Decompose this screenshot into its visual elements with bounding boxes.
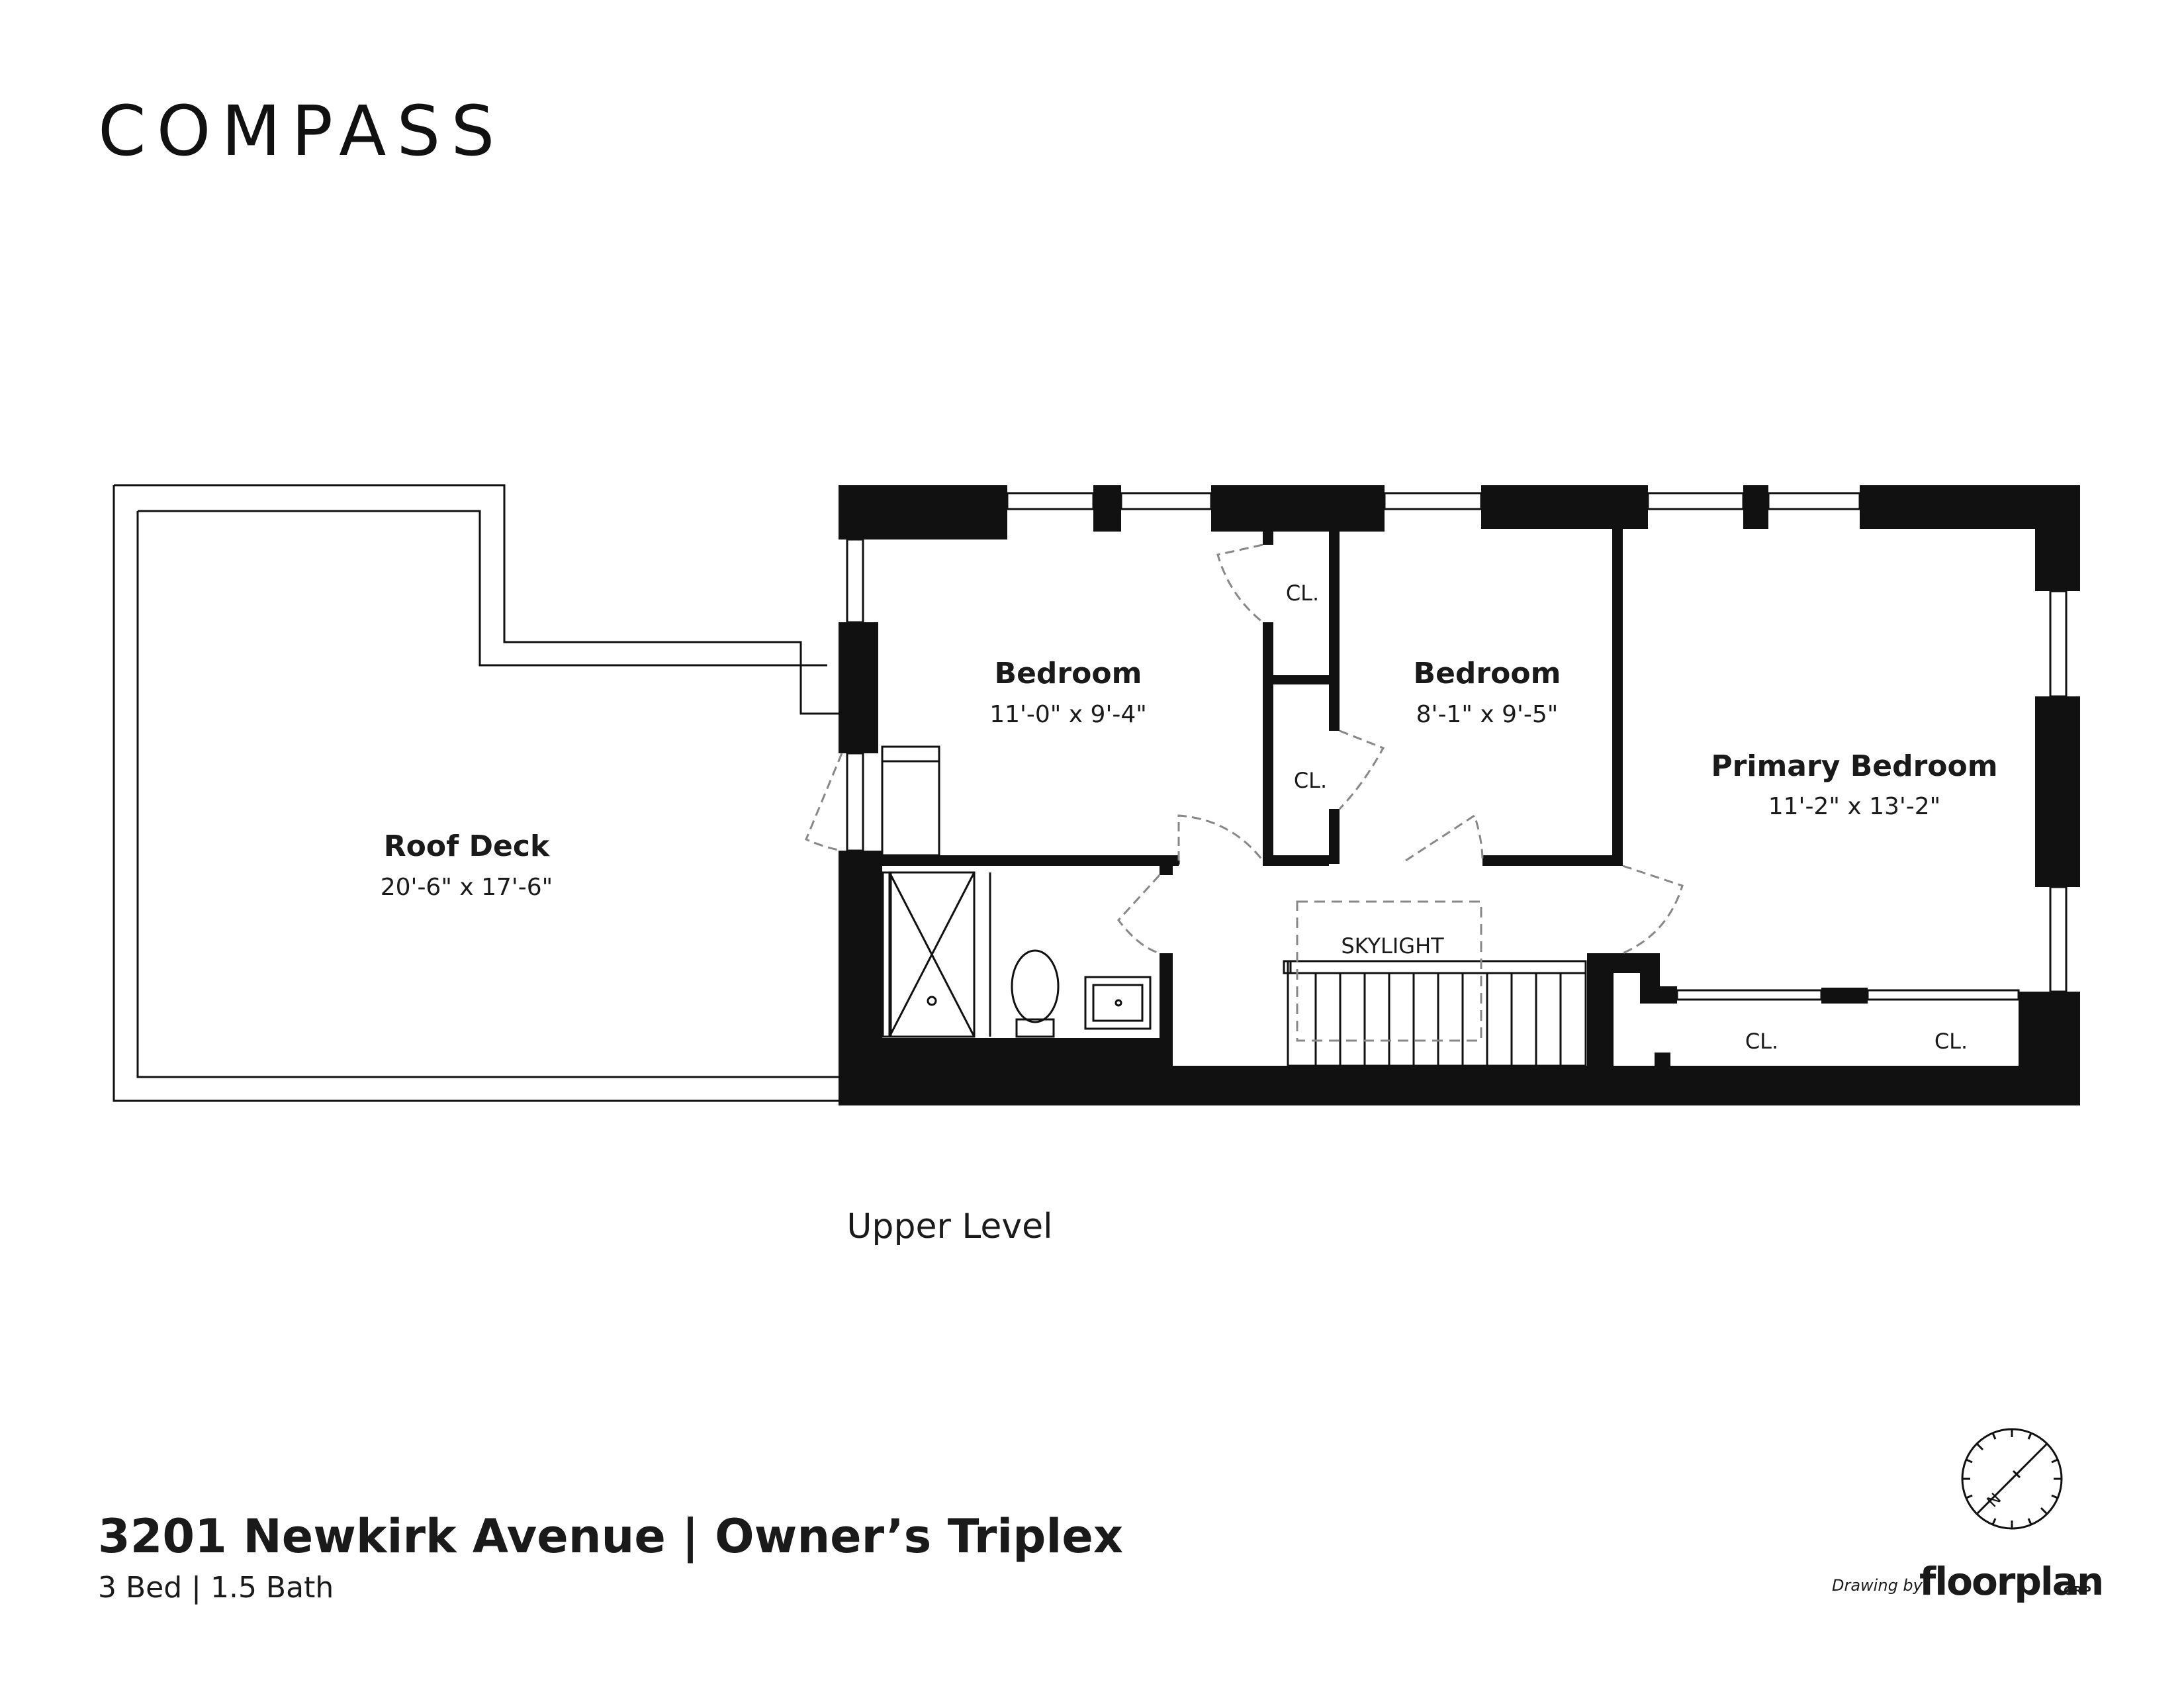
window — [1120, 492, 1212, 510]
closet-label: CL. — [1745, 1029, 1778, 1054]
room-labels: Roof Deck 20'-6" x 17'-6" Bedroom 11'-0"… — [381, 581, 1998, 1246]
roof-deck — [113, 484, 842, 1102]
skylight-label: SKYLIGHT — [1341, 933, 1444, 959]
wall-closet-block-top — [1587, 953, 1660, 973]
wall-closet-right-top — [1329, 529, 1340, 731]
sliding-door — [1676, 989, 1823, 1001]
window — [1647, 492, 1745, 510]
level-label: Upper Level — [846, 1207, 1052, 1246]
window — [846, 538, 864, 624]
room-name-bedroom-2: Bedroom — [1414, 657, 1561, 690]
wall-bottom-bath — [839, 1038, 1169, 1078]
staircase — [1287, 960, 1587, 1067]
sliding-door — [1866, 989, 2020, 1001]
closet-label: CL. — [1294, 768, 1327, 793]
window — [846, 752, 864, 852]
wall-top-pier-2 — [1743, 485, 1768, 529]
roof-deck-outer-outline-left — [113, 485, 842, 1102]
room-name-roof-deck: Roof Deck — [384, 829, 551, 863]
sink-drain — [1115, 999, 1122, 1007]
shower-cross — [888, 872, 976, 1037]
sink-icon — [1084, 976, 1152, 1030]
sink-basin — [1092, 984, 1144, 1022]
north-arrow-icon: N — [1961, 1428, 2063, 1530]
fixtures — [881, 745, 1587, 1067]
wall-left-top — [839, 485, 873, 539]
shower-wall — [882, 871, 892, 1038]
exterior-walls — [839, 485, 2080, 1105]
wall-closet-divider-pier — [1821, 988, 1868, 1004]
door-bath — [1117, 874, 1161, 955]
wall-hall-top-2 — [1482, 855, 1623, 866]
wall-bath-right-stub — [1160, 859, 1173, 875]
roof-deck-inner-outline-left — [136, 511, 842, 1078]
wall-bath-right — [1160, 953, 1173, 1066]
shower — [888, 871, 976, 1038]
closet-label: CL. — [1286, 581, 1319, 606]
toilet-icon — [1011, 949, 1060, 1023]
floorplan-credit: Drawing by floorplan GRP — [1832, 1559, 2104, 1604]
wall-bath-top — [882, 855, 1179, 866]
stair-newel — [1283, 960, 1292, 974]
door-roof-deck — [805, 753, 843, 852]
door-bedroom-2 — [1405, 814, 1484, 862]
window — [2049, 886, 2068, 993]
wall-top-2 — [1211, 485, 1385, 532]
roof-deck-outer-outline — [114, 484, 842, 715]
window — [1767, 492, 1861, 510]
wall-top-pier-1 — [1093, 485, 1121, 532]
listing-footer: 3201 Newkirk Avenue | Owner’s Triplex 3 … — [98, 1509, 1123, 1605]
wall-closet-right-bottom — [1329, 809, 1340, 864]
wall-closet-divider — [1273, 675, 1337, 684]
stair-landing — [881, 745, 940, 857]
shower-drain-icon — [927, 996, 937, 1006]
door-closet-2 — [1338, 729, 1385, 810]
interior-walls — [882, 529, 2020, 1068]
closet-label: CL. — [1934, 1029, 1968, 1054]
credit-prefix: Drawing by — [1832, 1576, 1923, 1595]
room-dims-bedroom-2: 8'-1" x 9'-5" — [1416, 701, 1559, 728]
wall-top-3 — [1481, 485, 1648, 529]
door-bedroom-1 — [1177, 814, 1264, 861]
wall-closet-left — [1263, 622, 1273, 864]
north-letter: N — [1983, 1489, 2005, 1511]
skylight-outline — [1296, 900, 1482, 1042]
listing-address: 3201 Newkirk Avenue | Owner’s Triplex — [98, 1509, 1123, 1564]
logo-text: COMPASS — [98, 91, 505, 171]
wall-closet-stub-bottom — [1655, 1053, 1670, 1068]
wall-bedroom2-right — [1612, 529, 1623, 866]
doors — [805, 543, 1684, 955]
wall-closet-stub — [1263, 532, 1273, 545]
room-name-primary-bedroom: Primary Bedroom — [1711, 749, 1997, 783]
room-dims-roof-deck: 20'-6" x 17'-6" — [381, 874, 553, 901]
window — [1383, 492, 1482, 510]
door-primary-bedroom — [1622, 865, 1684, 955]
room-name-bedroom-1: Bedroom — [995, 657, 1142, 690]
wall-right-1 — [2035, 485, 2080, 591]
wall-left-mid — [839, 622, 878, 753]
stair-treads — [1288, 972, 1586, 1066]
roof-deck-inner-outline — [138, 510, 827, 667]
room-dims-bedroom-1: 11'-0" x 9'-4" — [989, 701, 1147, 728]
wall-right-2 — [2035, 696, 2080, 887]
compass-logo: COMPASS — [98, 91, 505, 171]
listing-summary: 3 Bed | 1.5 Bath — [98, 1571, 334, 1605]
door-closet-1 — [1216, 543, 1263, 624]
credit-suffix: GRP — [2064, 1584, 2091, 1598]
credit-brand: floorplan — [1919, 1559, 2103, 1604]
wall-hall-top-1 — [1263, 855, 1329, 866]
toilet-tank — [1015, 1018, 1055, 1038]
window — [2049, 590, 2068, 698]
wall-closet-block-step2 — [1651, 986, 1677, 1004]
room-dims-primary-bedroom: 11'-2" x 13'-2" — [1768, 793, 1941, 820]
window — [1006, 492, 1095, 510]
